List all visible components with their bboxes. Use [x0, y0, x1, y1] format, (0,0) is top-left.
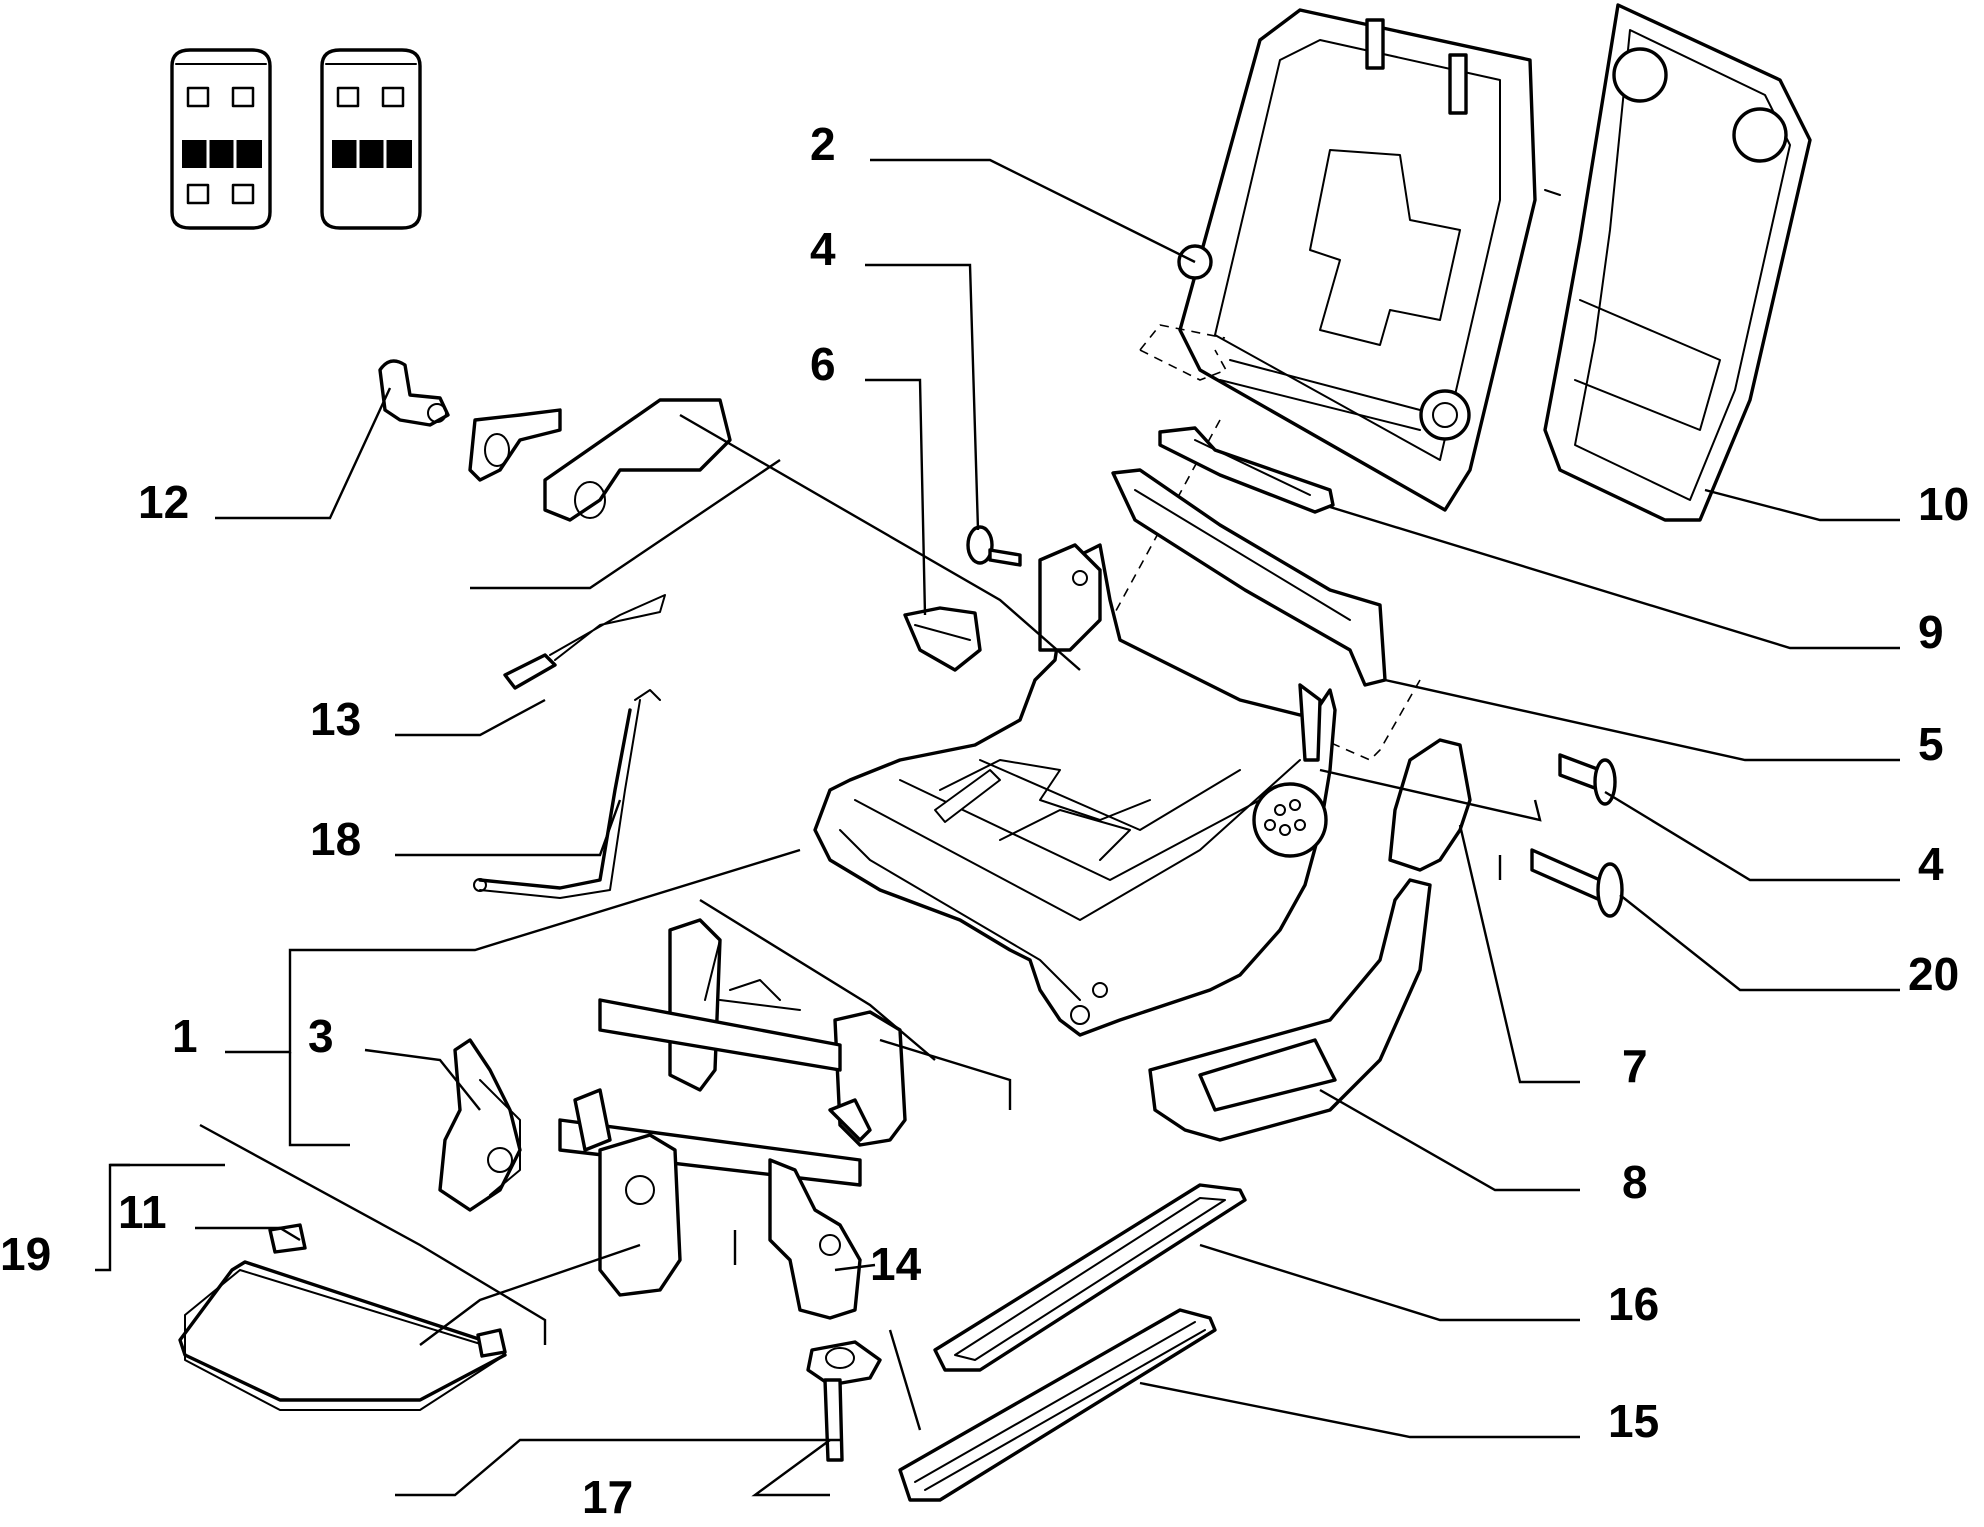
callout-11: 11 — [118, 1186, 167, 1238]
callout-2: 2 — [810, 118, 836, 170]
callout-17: 17 — [582, 1471, 633, 1523]
side-cover — [1388, 738, 1472, 872]
legend-key-a-icon — [170, 48, 272, 230]
callout-8: 8 — [1622, 1156, 1648, 1208]
callout-10: 10 — [1918, 478, 1969, 530]
screw-fastener-top — [966, 525, 1022, 567]
screw-fastener-right — [1558, 753, 1617, 806]
callout-16: 16 — [1608, 1278, 1659, 1330]
legend-key-b-icon — [320, 48, 422, 230]
callout-20: 20 — [1908, 948, 1959, 1000]
rail-bracket — [768, 1158, 862, 1320]
rear-cross-member — [1111, 468, 1387, 687]
cut-markers — [199, 413, 1542, 1431]
leader-lines — [95, 158, 1900, 1497]
rail-cover — [933, 1183, 1247, 1372]
spring-wire-assembly — [178, 1223, 507, 1411]
locating-pin — [806, 1340, 882, 1462]
upper-cross-member — [1158, 426, 1335, 514]
callout-3: 3 — [308, 1010, 334, 1062]
bolt-fastener — [1530, 848, 1624, 918]
assembly-guide-line — [1099, 419, 1221, 641]
callout-19: 19 — [0, 1228, 51, 1280]
callout-7: 7 — [1622, 1040, 1648, 1092]
callout-4-right: 4 — [1918, 838, 1944, 890]
assembly-guide-line — [1289, 679, 1421, 761]
callout-1: 1 — [172, 1010, 198, 1062]
callout-15: 15 — [1608, 1395, 1659, 1447]
callout-9: 9 — [1918, 606, 1944, 658]
backrest-rear-panel — [1543, 3, 1812, 522]
control-cable — [473, 689, 661, 899]
callout-5: 5 — [1918, 718, 1944, 770]
sliding-rail — [898, 1308, 1217, 1502]
side-bracket — [903, 606, 982, 672]
recliner-hinge-parts — [378, 359, 732, 522]
callout-18: 18 — [310, 813, 361, 865]
release-cable — [503, 594, 666, 690]
seat-cushion-frame — [813, 543, 1337, 1037]
callout-6: 6 — [810, 338, 836, 390]
callout-4-top: 4 — [810, 223, 836, 275]
backrest-frame — [1177, 8, 1537, 512]
callout-14: 14 — [870, 1238, 922, 1290]
callout-12: 12 — [138, 476, 189, 528]
assembly-guide-line — [1139, 324, 1228, 381]
trim-panel — [1148, 878, 1432, 1142]
callout-13: 13 — [310, 693, 361, 745]
